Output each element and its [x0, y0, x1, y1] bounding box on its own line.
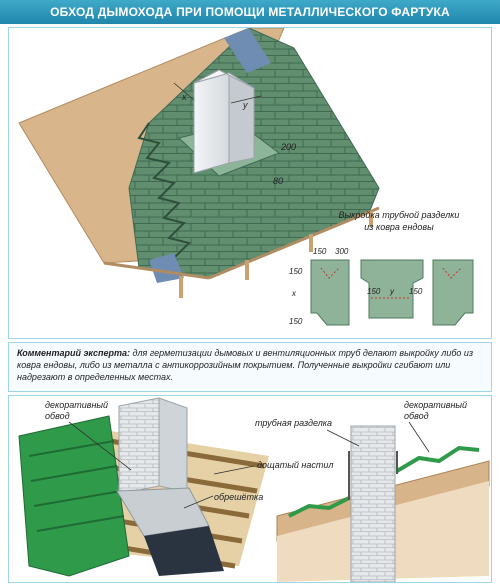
label-decor-right-2: обвод	[404, 411, 429, 421]
dim-y: y	[230, 95, 262, 110]
pattern-pieces	[310, 259, 474, 326]
svg-text:x: x	[181, 92, 187, 102]
blue-patch-top	[224, 28, 271, 73]
pdim-150d: 150	[367, 287, 381, 296]
pdim-150e: 150	[409, 287, 423, 296]
dim-x: x	[173, 82, 195, 102]
cross-section	[276, 425, 490, 583]
blue-patch-bottom	[149, 253, 184, 283]
dim-200: 200	[280, 142, 296, 152]
comment-text: для герметизации дымовых и вентиляционны…	[17, 348, 474, 383]
pdim-150c: 150	[289, 317, 303, 326]
bottom-chimney-side	[158, 397, 188, 493]
pdim-300: 300	[335, 247, 349, 256]
pattern-caption-1: Выкройка трубной разделки	[339, 210, 460, 220]
svg-text:y: y	[242, 100, 248, 110]
dark-underlay	[144, 526, 224, 576]
label-pipe-cut: трубная разделка	[255, 418, 332, 428]
pdim-150b: 150	[289, 267, 303, 276]
metal-tile-diagram: декоративный обвод трубная разделка деко…	[18, 397, 490, 583]
label-decor-left-1: декоративный	[45, 400, 108, 410]
comment-label: Комментарий эксперта:	[17, 348, 130, 358]
expert-comment: Комментарий эксперта: для герметизации д…	[8, 342, 492, 392]
label-boarding: дощатый настил	[257, 460, 333, 470]
chimney-front	[193, 72, 230, 174]
chimney-flashing-diagram: x y 200 80 Выкройка трубной разделки из …	[18, 27, 474, 326]
pdim-y: y	[389, 287, 395, 296]
chimney-top	[193, 69, 255, 89]
bottom-chimney-front	[118, 397, 160, 495]
pdim-x: x	[291, 289, 297, 298]
pattern-caption-2: из ковра ендовы	[364, 222, 434, 232]
title-bar: ОБХОД ДЫМОХОДА ПРИ ПОМОЩИ МЕТАЛЛИЧЕСКОГО…	[0, 0, 500, 24]
page-title: ОБХОД ДЫМОХОДА ПРИ ПОМОЩИ МЕТАЛЛИЧЕСКОГО…	[50, 5, 450, 19]
label-decor-right-1: декоративный	[404, 400, 467, 410]
pdim-150a: 150	[313, 247, 327, 256]
label-decor-left-2: обвод	[45, 411, 70, 421]
dim-80: 80	[273, 176, 283, 186]
top-panel: x y 200 80 Выкройка трубной разделки из …	[8, 27, 492, 339]
label-battens: обрешётка	[214, 492, 263, 502]
bottom-panel: декоративный обвод трубная разделка деко…	[8, 395, 492, 583]
metal-tile-left	[18, 415, 130, 577]
